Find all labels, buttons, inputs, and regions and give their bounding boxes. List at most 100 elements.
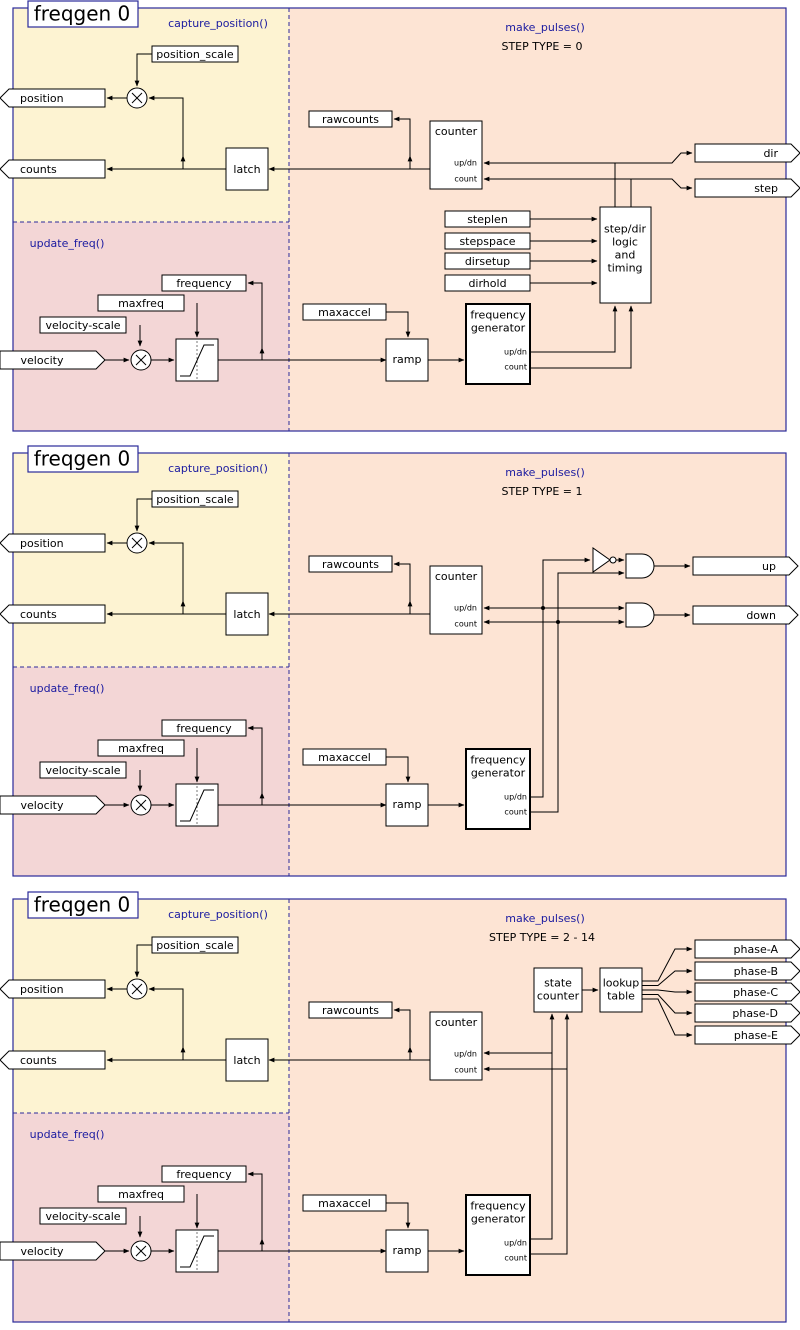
velocity-input-label: velocity [21,799,64,812]
fg-updn-label: up/dn [504,348,527,357]
fg-updn-label: up/dn [504,793,527,802]
maxfreq-param-label: maxfreq [118,297,164,310]
frequency-generator-label: generator [471,322,526,335]
counter-block [429,1011,483,1081]
step-dir-logic-block [599,206,652,304]
position-scale-param-label: position_scale [156,48,234,61]
counter-count-label: count [454,1066,477,1075]
velocity-input [0,795,106,815]
position-scale-param-label: position_scale [156,493,234,506]
rawcounts-param-label: rawcounts [322,558,379,571]
counter-label: counter [435,570,478,583]
multiplier-cross [135,1245,147,1257]
maxfreq-param [97,1185,185,1203]
counts-output-label: counts [20,608,57,621]
frequency-generator-block [465,1194,531,1276]
position-output [0,88,106,108]
frequency-generator-label: frequency [470,309,526,322]
counts-output-label: counts [20,163,57,176]
steplen-param-label: steplen [467,213,508,226]
maxfreq-param-label: maxfreq [118,1188,164,1201]
wire [148,95,184,169]
phase-A-output [694,939,800,959]
and-gate-down-icon [625,602,655,628]
counter-count-label: count [454,620,477,629]
position-scale-param-label: position_scale [156,939,234,952]
limiter-curve [180,344,214,377]
maxaccel-param-label: maxaccel [318,751,371,764]
phase-B-output [694,961,800,981]
wire [642,968,693,986]
latch-block [225,147,269,191]
velocity-scale-param-label: velocity-scale [45,1210,120,1223]
stepspace-param-label: stepspace [459,235,515,248]
inverter-bubble [609,556,617,564]
panel-title: freqgen 0 [34,893,131,917]
frequency-generator-label: frequency [470,754,526,767]
maxaccel-param-label: maxaccel [318,1197,371,1210]
update-freq-label: update_freq() [30,682,105,695]
rawcounts-param-label: rawcounts [322,1004,379,1017]
wire [386,756,411,783]
state-counter-block [533,967,583,1013]
fg-count-label: count [504,808,527,817]
frequency-generator-block [465,303,531,385]
latch-block [225,1038,269,1082]
dir-output [694,143,800,163]
wire [134,944,152,978]
counts-output [0,1050,106,1070]
wire [530,570,625,813]
wire [615,150,693,164]
down-output [692,605,799,625]
multiplier-cross [135,354,147,366]
phase-E-output-label: phase-E [734,1029,778,1042]
make-pulses-label: make_pulses() [505,912,585,925]
velocity-input-label: velocity [21,354,64,367]
freqgen-panel-2: freqgen 0 capture_position() make_pulses()… [0,891,800,1323]
frequency-param [161,1165,247,1183]
counter-updn-label: up/dn [454,1050,477,1059]
position-output-label: position [20,537,64,550]
multiplier-cross [131,537,143,549]
wire [393,1007,411,1060]
step-type-label: STEP TYPE = 0 [501,40,582,53]
counter-block [429,120,483,190]
wire [247,280,263,360]
velocity-input-label: velocity [21,1245,64,1258]
velocity-scale-param [39,761,127,779]
phase-A-output-label: phase-A [734,943,779,956]
position-output [0,533,106,553]
phase-C-output-label: phase-C [733,986,778,999]
rawcounts-param-label: rawcounts [322,113,379,126]
step-output-label: step [754,182,778,195]
frequency-param-label: frequency [176,277,232,290]
dirhold-param-label: dirhold [468,277,506,290]
phase-D-output-label: phase-D [732,1007,778,1020]
down-output-label: down [746,609,776,622]
counter-updn-label: up/dn [454,159,477,168]
step-dir-logic-label: logic [612,236,638,249]
velocity-scale-param-label: velocity-scale [45,764,120,777]
position-output-label: position [20,983,64,996]
velocity-scale-param-label: velocity-scale [45,319,120,332]
latch-block [225,592,269,636]
multiplier-cross [131,983,143,995]
ramp-label: ramp [393,353,422,366]
frequency-param-label: frequency [176,722,232,735]
wire [642,946,693,982]
up-output-label: up [762,560,776,573]
capture-position-label: capture_position() [168,17,268,30]
wire [642,989,693,995]
pulses-region [289,453,786,876]
counter-count-label: count [454,175,477,184]
make-pulses-label: make_pulses() [505,21,585,34]
capture-position-label: capture_position() [168,908,268,921]
and-gate-up-icon [625,553,655,579]
wire [148,986,184,1060]
step-dir-logic-label: timing [607,262,642,275]
maxfreq-param-label: maxfreq [118,742,164,755]
multiplier-cross [131,92,143,104]
frequency-generator-label: generator [471,767,526,780]
